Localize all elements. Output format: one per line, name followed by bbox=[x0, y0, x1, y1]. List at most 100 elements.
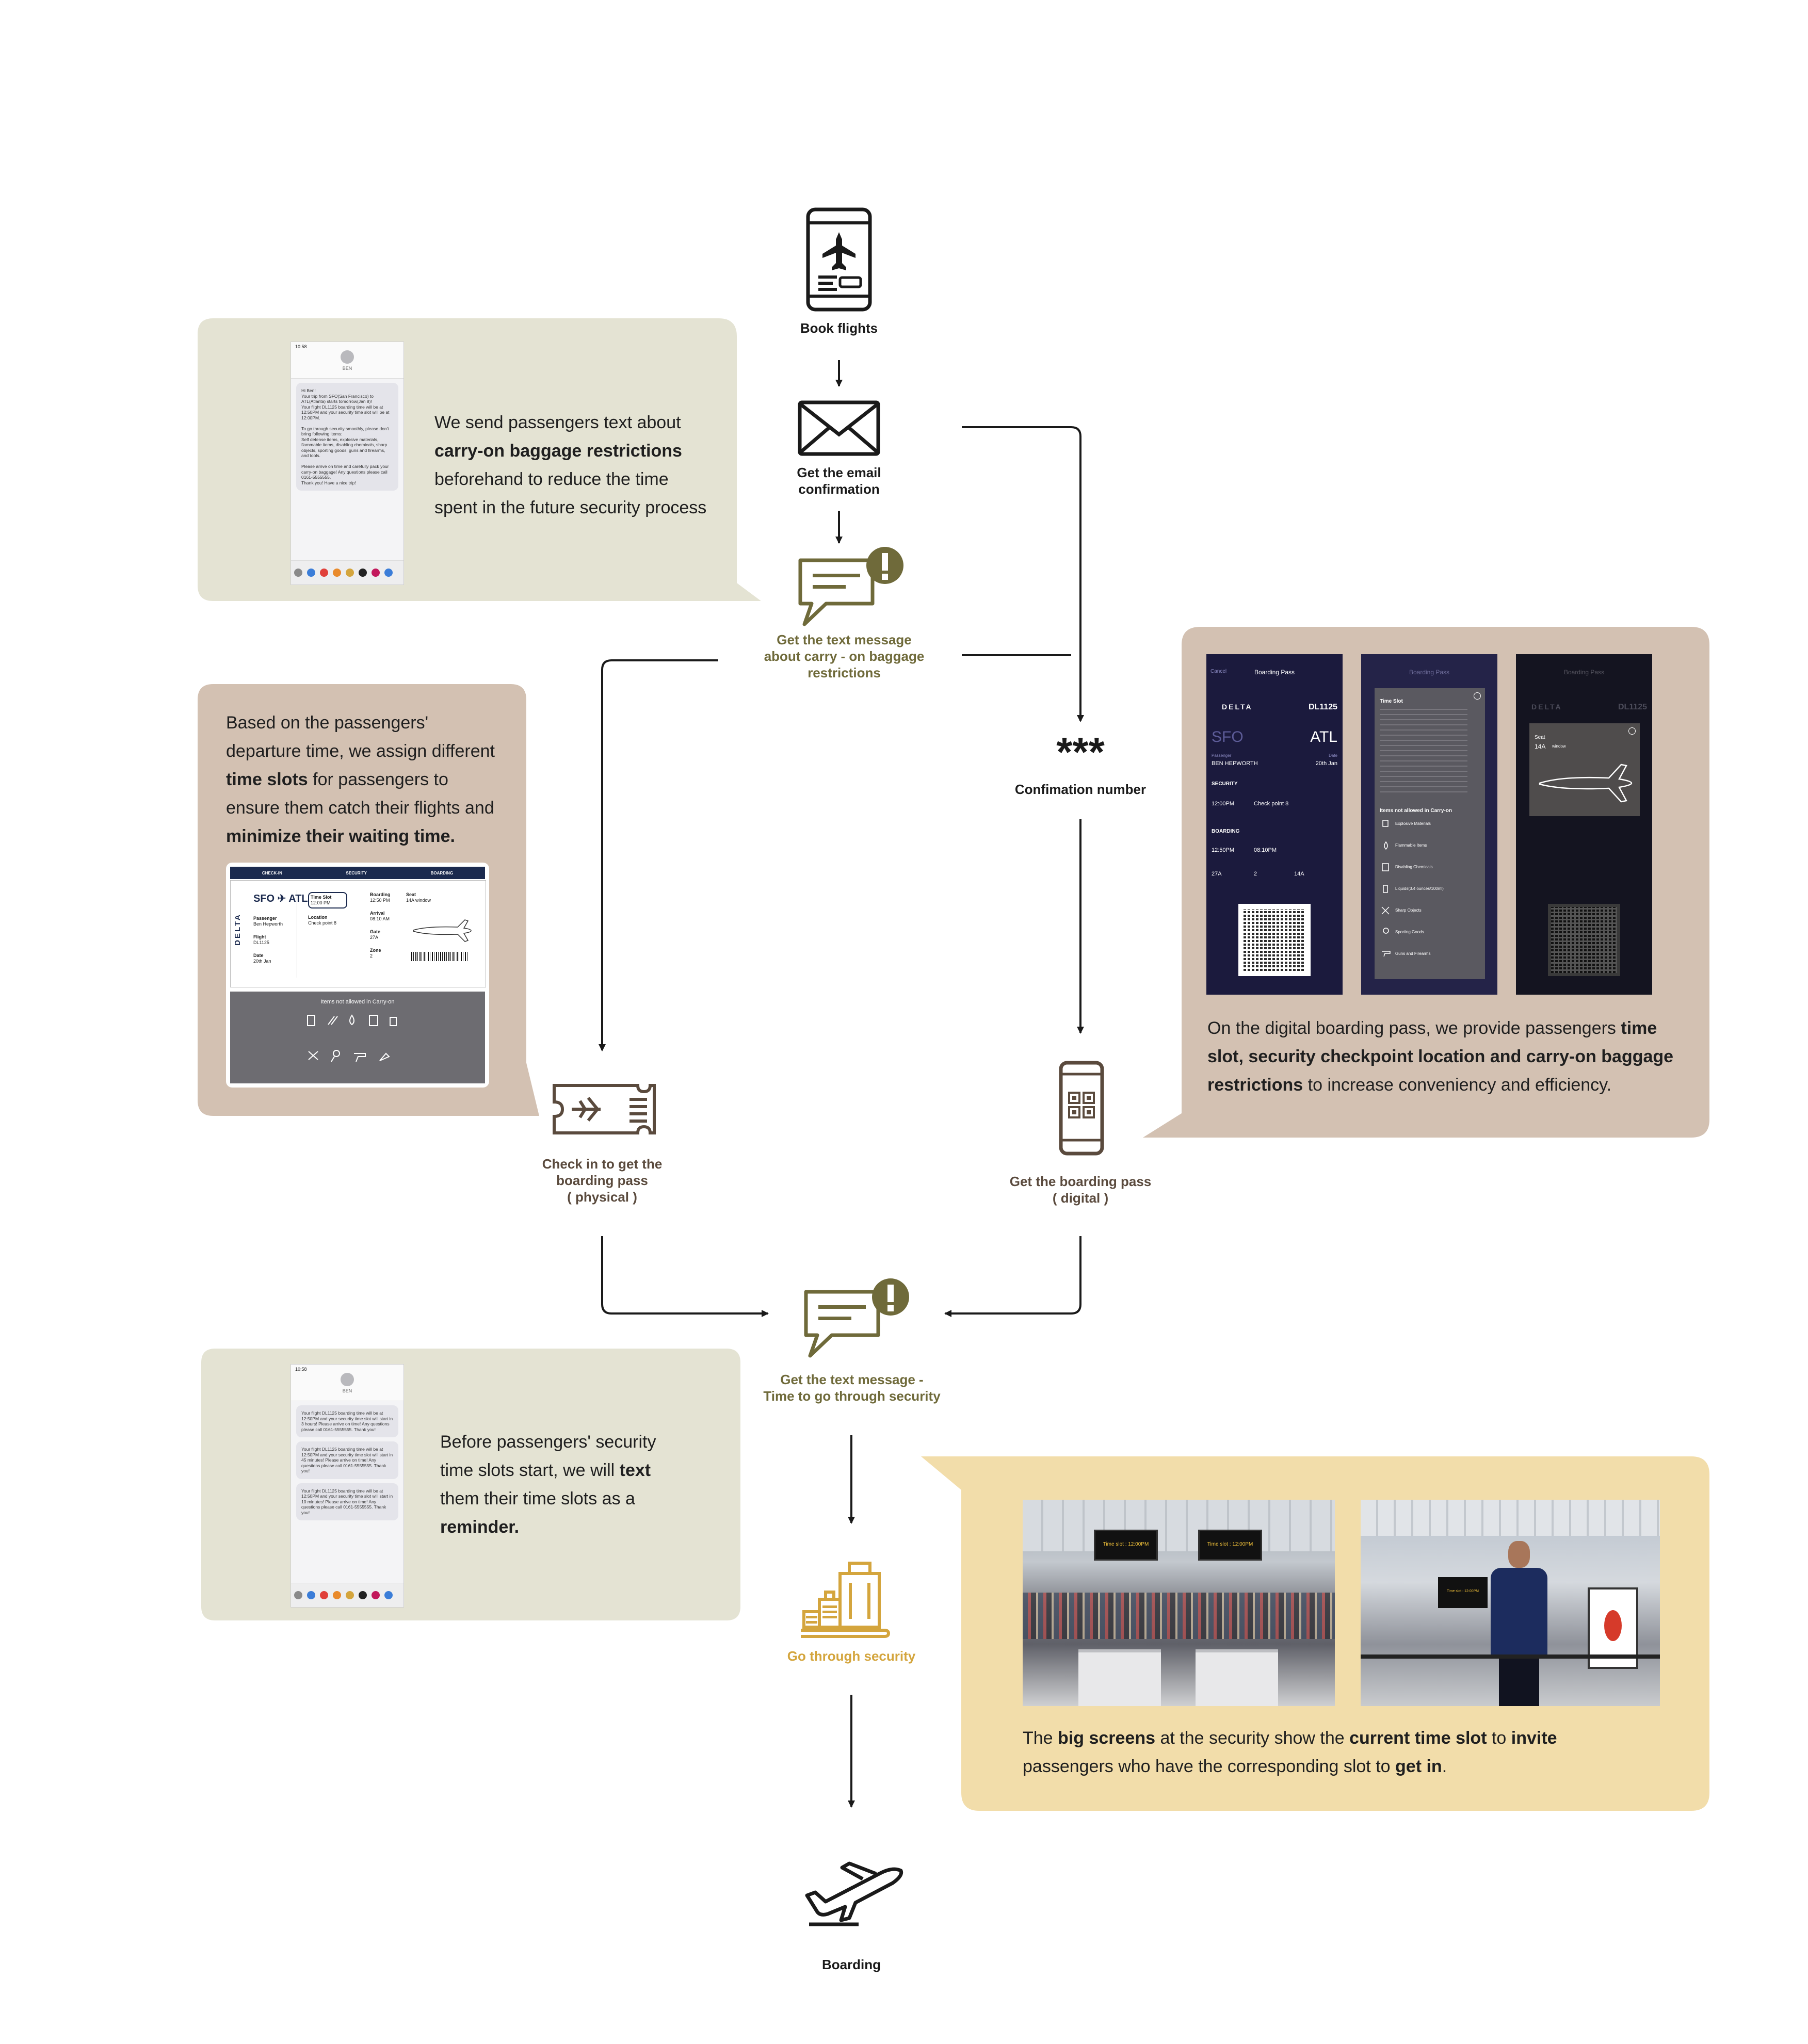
list-item: Sharp Objects bbox=[1395, 908, 1422, 913]
screen-zone: 2 bbox=[1254, 871, 1257, 877]
phone-header: 10:58 BEN bbox=[291, 1365, 403, 1401]
sms-message-bubble: Your flight DL1125 boarding time will be… bbox=[296, 1405, 398, 1437]
list-item: Guns and Firearms bbox=[1395, 951, 1431, 956]
text-part: beforehand to reduce the time spent in t… bbox=[434, 469, 707, 517]
bubble-sms-baggage-text: We send passengers text about carry-on b… bbox=[434, 409, 713, 522]
airplane-takeoff-icon bbox=[805, 1861, 903, 1926]
seat-popup: Seat 14A window bbox=[1529, 723, 1640, 816]
arrow-digital-to-text2 bbox=[944, 1236, 1081, 1317]
phone-header: 10:58 BEN bbox=[291, 342, 403, 379]
list-item: Sporting Goods bbox=[1395, 930, 1424, 934]
text-part: at the security show the bbox=[1160, 1728, 1345, 1748]
screen-boarding-title: BOARDING bbox=[1212, 829, 1240, 834]
text-emphasis: current time slot bbox=[1349, 1728, 1487, 1748]
qr-code bbox=[1238, 904, 1311, 976]
text-part: On the digital boarding pass, we provide… bbox=[1207, 1018, 1616, 1038]
bubble-big-screens-text: The big screens at the security show the… bbox=[1023, 1724, 1673, 1781]
node-book-label: Book flights bbox=[800, 320, 878, 336]
step-security: SECURITY bbox=[346, 870, 367, 875]
ceiling bbox=[1361, 1500, 1660, 1536]
physical-boarding-pass: CHECK-IN SECURITY BOARDING DELTA SFO ✈ A… bbox=[226, 863, 489, 1088]
big-screen-left: Time slot : 12:00PM bbox=[1094, 1530, 1158, 1561]
screen-passenger-label: Passenger bbox=[1212, 753, 1232, 758]
list-item: Explosive Materials bbox=[1395, 821, 1431, 826]
qr-code bbox=[1548, 904, 1620, 976]
big-screen-text: Time slot : 12:00PM bbox=[1103, 1542, 1149, 1547]
screen-header: Boarding Pass bbox=[1563, 669, 1605, 676]
popup-close-icon[interactable] bbox=[1628, 727, 1636, 735]
asterisks-symbol: *** bbox=[1056, 729, 1105, 775]
screen-date: 20th Jan bbox=[1315, 760, 1337, 767]
screen-date-label: Date bbox=[1329, 753, 1337, 758]
popup-body-lines bbox=[1380, 709, 1467, 797]
phone-time: 10:58 bbox=[295, 1367, 307, 1372]
text-part: Based on the passengers' departure time,… bbox=[226, 713, 495, 761]
pass-steps-bar: CHECK-IN SECURITY BOARDING bbox=[230, 867, 485, 879]
restrictions-panel: Items not allowed in Carry-on bbox=[230, 992, 485, 1083]
bubble-digital-pass-text: On the digital boarding pass, we provide… bbox=[1207, 1014, 1692, 1099]
sms-message-bubble: Your flight DL1125 boarding time will be… bbox=[296, 1483, 398, 1520]
text-emphasis: time slots bbox=[226, 770, 308, 789]
screen-flight: DL1125 bbox=[1308, 703, 1337, 711]
digital-pass-screen-2: Boarding Pass Time Slot Items not allowe… bbox=[1361, 654, 1497, 995]
screen-seat: 14A bbox=[1294, 871, 1304, 877]
node-text-baggage-label: Get the text message about carry - on ba… bbox=[764, 632, 925, 680]
small-screen: Time slot : 12:00PM bbox=[1438, 1577, 1488, 1608]
arrow-checkin-to-text2 bbox=[601, 1236, 769, 1317]
node-confirmation-label: Confimation number bbox=[1014, 782, 1147, 797]
node-security-label: Go through security bbox=[787, 1648, 916, 1664]
restricted-items-icons bbox=[307, 1014, 397, 1062]
restrictions-title: Items not allowed in Carry-on bbox=[320, 999, 395, 1005]
phone-qr-icon bbox=[1059, 1061, 1104, 1156]
screen-from: SFO bbox=[1212, 728, 1244, 745]
small-screen-text: Time slot : 12:00PM bbox=[1447, 1589, 1479, 1593]
popup-title: Time Slot bbox=[1380, 699, 1403, 704]
text-part: . bbox=[1442, 1757, 1447, 1776]
text-emphasis: invite bbox=[1511, 1728, 1557, 1748]
bubble-time-slot-text: Based on the passengers' departure time,… bbox=[226, 709, 505, 851]
officer bbox=[1491, 1541, 1547, 1706]
phone-sms-screenshot: 10:58 BEN Your flight DL1125 boarding ti… bbox=[290, 1364, 404, 1608]
screen-brand: DELTA bbox=[1222, 703, 1253, 711]
pass-route: SFO ✈ ATL bbox=[253, 893, 308, 904]
node-email-label: Get the email confirmation bbox=[797, 465, 881, 497]
text-part: We send passengers text about bbox=[434, 413, 681, 432]
arrow-email-to-confirmation bbox=[962, 426, 1084, 722]
text-emphasis: carry-on baggage restrictions bbox=[434, 441, 682, 461]
barcode bbox=[411, 952, 468, 961]
phone-airplane-icon bbox=[806, 207, 872, 312]
ceiling bbox=[1023, 1500, 1335, 1551]
popup-seat-note: window bbox=[1552, 744, 1566, 749]
phone-sms-screenshot: 10:58 BEN Hi Ben! Your trip from SFO(San… bbox=[290, 342, 404, 585]
text-emphasis: minimize their waiting time. bbox=[226, 826, 455, 846]
popup-close-icon[interactable] bbox=[1474, 692, 1481, 700]
text-emphasis: reminder. bbox=[440, 1517, 520, 1537]
screen-gate: 27A bbox=[1212, 871, 1222, 877]
contact-name: BEN bbox=[342, 366, 352, 371]
text-part: them their time slots as a bbox=[440, 1489, 635, 1508]
node-checkin-label: Check in to get the boarding pass ( phys… bbox=[542, 1156, 663, 1205]
avatar bbox=[341, 350, 354, 364]
luggage-conveyor-icon bbox=[801, 1562, 891, 1638]
screen-flight: DL1125 bbox=[1618, 703, 1647, 711]
text-emphasis: big screens bbox=[1058, 1728, 1156, 1748]
airplane-seat-icon bbox=[413, 919, 472, 942]
crowd bbox=[1023, 1593, 1335, 1639]
node-digital-label: Get the boarding pass ( digital ) bbox=[1009, 1174, 1152, 1206]
scanner-left bbox=[1078, 1649, 1161, 1706]
security-officer-photo: Time slot : 12:00PM bbox=[1361, 1500, 1660, 1706]
sms-message-bubble: Your flight DL1125 boarding time will be… bbox=[296, 1441, 398, 1479]
ticket-icon bbox=[553, 1084, 656, 1134]
step-boarding: BOARDING bbox=[430, 870, 454, 875]
screen-slot: 12:00PM bbox=[1212, 801, 1235, 807]
